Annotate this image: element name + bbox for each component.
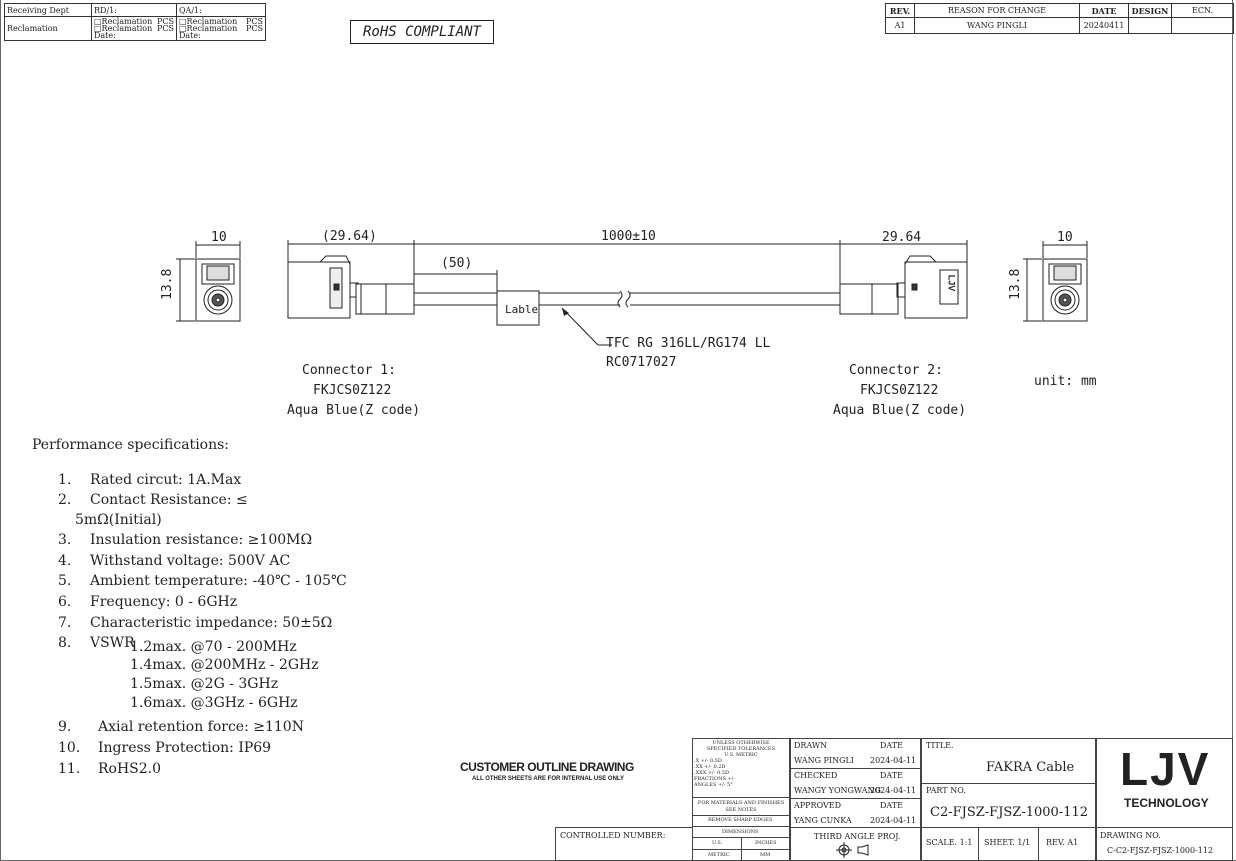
receiving-table: Receiving Dept RD/1: QA/1: Reclamation □… xyxy=(4,3,266,41)
spec-8-vswr: 8.VSWR 1.2max. @70 - 200MHz 1.4max. @200… xyxy=(58,635,319,711)
materials-note: FOR MATERIALS AND FINISHES SEE NOTES xyxy=(697,800,785,813)
part-no-label: PART NO. xyxy=(926,786,966,795)
drawn-date-label: DATE xyxy=(880,741,903,750)
specs-list: 1.Rated circut: 1A.Max 2.Contact Resista… xyxy=(58,472,347,782)
rev: REV. A1 xyxy=(1046,838,1079,847)
spec-11: 11.RoHS2.0 xyxy=(58,761,162,777)
unit-note: unit: mm xyxy=(1034,374,1097,389)
drawing-no-value: C-C2-FJSZ-FJSZ-1000-112 xyxy=(1107,846,1214,855)
third-angle-projection-icon xyxy=(836,842,869,858)
rd-pcs-1: PCS xyxy=(157,17,174,26)
cable-spec-line2: RC0717027 xyxy=(606,355,677,370)
right-end-socket xyxy=(1050,285,1080,315)
vswr-line-2: 1.4max. @200MHz - 2GHz xyxy=(130,657,319,673)
connector2-title: Connector 2: xyxy=(849,363,943,378)
spec-9: 9.Axial retention force: ≥110N xyxy=(58,719,304,735)
drawn-label: DRAWN xyxy=(794,741,828,750)
dim-10-right: 10 xyxy=(1057,230,1073,245)
rohs-stamp: RoHS COMPLIANT xyxy=(350,20,494,44)
dim-13-8-left: 13.8 xyxy=(160,268,175,300)
us-label: U.S. xyxy=(712,840,723,846)
label-box-text: Lable xyxy=(505,303,539,316)
drawing-no-label: DRAWING NO. xyxy=(1100,831,1161,840)
connector2-color: Aqua Blue(Z code) xyxy=(833,403,967,418)
third-angle-label: THIRD ANGLE PROJ. xyxy=(814,832,901,841)
spec-5: 5.Ambient temperature: -40℃ - 105℃ xyxy=(58,573,347,589)
specs-heading: Performance specifications: xyxy=(32,437,230,453)
checked-date-label: DATE xyxy=(880,771,903,780)
vswr-line-3: 1.5max. @2G - 3GHz xyxy=(130,676,279,692)
mm-label: MM xyxy=(760,852,771,858)
checked-name: WANGY YONGWANG xyxy=(794,786,881,795)
vswr-line-1: 1.2max. @70 - 200MHz xyxy=(130,639,297,655)
spec-10: 10.Ingress Protection: IP69 xyxy=(58,740,272,756)
revision-table: REV. REASON FOR CHANGE DATE DESIGN ECN. … xyxy=(885,3,1234,34)
spec-4: 4.Withstand voltage: 500V AC xyxy=(58,553,291,569)
customer-outline-subtitle: ALL OTHER SHEETS ARE FOR INTERNAL USE ON… xyxy=(472,776,625,782)
remove-edges: REMOVE SHARP EDGES xyxy=(708,817,773,823)
spec-1: 1.Rated circut: 1A.Max xyxy=(58,472,242,488)
inches-label: INCHES xyxy=(755,840,777,846)
vswr-line-4: 1.6max. @3GHz - 6GHz xyxy=(130,695,298,711)
rd-date: Date: xyxy=(94,31,116,40)
sheet: SHEET. 1/1 xyxy=(984,838,1031,847)
qa-reclamation-2: □Reclamation xyxy=(179,24,238,33)
drawn-date: 2024-04-11 xyxy=(870,756,917,765)
spec-3: 3.Insulation resistance: ≥100MΩ xyxy=(58,532,313,548)
qa-date: Date: xyxy=(179,31,201,40)
company-logo: LJV xyxy=(1120,743,1211,795)
qa-pcs-1: PCS xyxy=(246,17,263,26)
controlled-number-label: CONTROLLED NUMBER: xyxy=(560,831,666,840)
dim-10-left: 10 xyxy=(211,230,227,245)
cable-spec-line1: TFC RG 316LL/RG174 LL xyxy=(606,336,771,351)
dim-1000: 1000±10 xyxy=(601,229,656,244)
rd-reclamation-2: □Reclamation xyxy=(94,24,153,33)
connector2-part: FKJCS0Z122 xyxy=(860,383,939,398)
title-value: FAKRA Cable xyxy=(986,760,1075,775)
checked-label: CHECKED xyxy=(794,771,838,780)
dim-50: (50) xyxy=(441,256,473,271)
label-box xyxy=(496,290,540,326)
approved-date: 2024-04-11 xyxy=(870,816,917,825)
approved-date-label: DATE xyxy=(880,801,903,810)
tolerance-lines: UNLESS OTHERWISE SPECIFIED TOLERANCES U.… xyxy=(694,740,775,788)
drawn-name: WANG PINGLI xyxy=(794,756,854,765)
spec-2-cont: 5mΩ(Initial) xyxy=(75,512,162,528)
spec-7: 7.Characteristic impedance: 50±5Ω xyxy=(58,615,333,631)
cable-drawing xyxy=(176,240,1088,346)
rd-pcs-2: PCS xyxy=(157,24,174,33)
dimensions-label: DIMENSIONS xyxy=(722,829,759,835)
reason-value: WANG PINGLI xyxy=(914,17,1080,34)
left-end-socket xyxy=(203,285,233,315)
qa-pcs-2: PCS xyxy=(246,24,263,33)
scale: SCALE. 1:1 xyxy=(926,838,973,847)
spec-6: 6.Frequency: 0 - 6GHz xyxy=(58,594,238,610)
company-logo-sub: TECHNOLOGY xyxy=(1124,796,1209,810)
dim-13-8-right: 13.8 xyxy=(1008,268,1023,300)
ecn-value xyxy=(1171,17,1234,34)
metric-label: METRIC xyxy=(708,852,730,858)
checked-date: 2024-04-11 xyxy=(870,786,917,795)
reclamation-label: Reclamation xyxy=(4,16,92,41)
qa-reclamation-cell: □Reclamation PCS □Reclamation PCS Date: xyxy=(176,16,266,41)
rd-reclamation-cell: □Reclamation PCS □Reclamation PCS Date: xyxy=(91,16,177,41)
title-label: TITLE. xyxy=(926,741,954,750)
customer-outline-title: CUSTOMER OUTLINE DRAWING xyxy=(460,760,634,774)
right-crimp-sleeve xyxy=(839,283,899,315)
frame-divider-right xyxy=(1232,0,1233,861)
dim-29-64-right: 29.64 xyxy=(882,230,922,245)
approved-label: APPROVED xyxy=(794,801,842,810)
connector1-part: FKJCS0Z122 xyxy=(313,383,392,398)
connector1-title: Connector 1: xyxy=(302,363,396,378)
left-crimp-sleeve xyxy=(355,283,415,315)
qa-reclamation-1: □Reclamation xyxy=(179,17,238,26)
rd-reclamation-1: □Reclamation xyxy=(94,17,153,26)
approval-box xyxy=(790,738,921,828)
spec-2: 2.Contact Resistance: ≤ xyxy=(58,492,248,508)
connector-logo: LJV xyxy=(946,274,957,292)
part-no-value: C2-FJSZ-FJSZ-1000-112 xyxy=(930,805,1089,820)
connector1-color: Aqua Blue(Z code) xyxy=(287,403,421,418)
approved-name: YANG CUNKA xyxy=(794,816,852,825)
dim-29-64-left: (29.64) xyxy=(322,229,377,244)
